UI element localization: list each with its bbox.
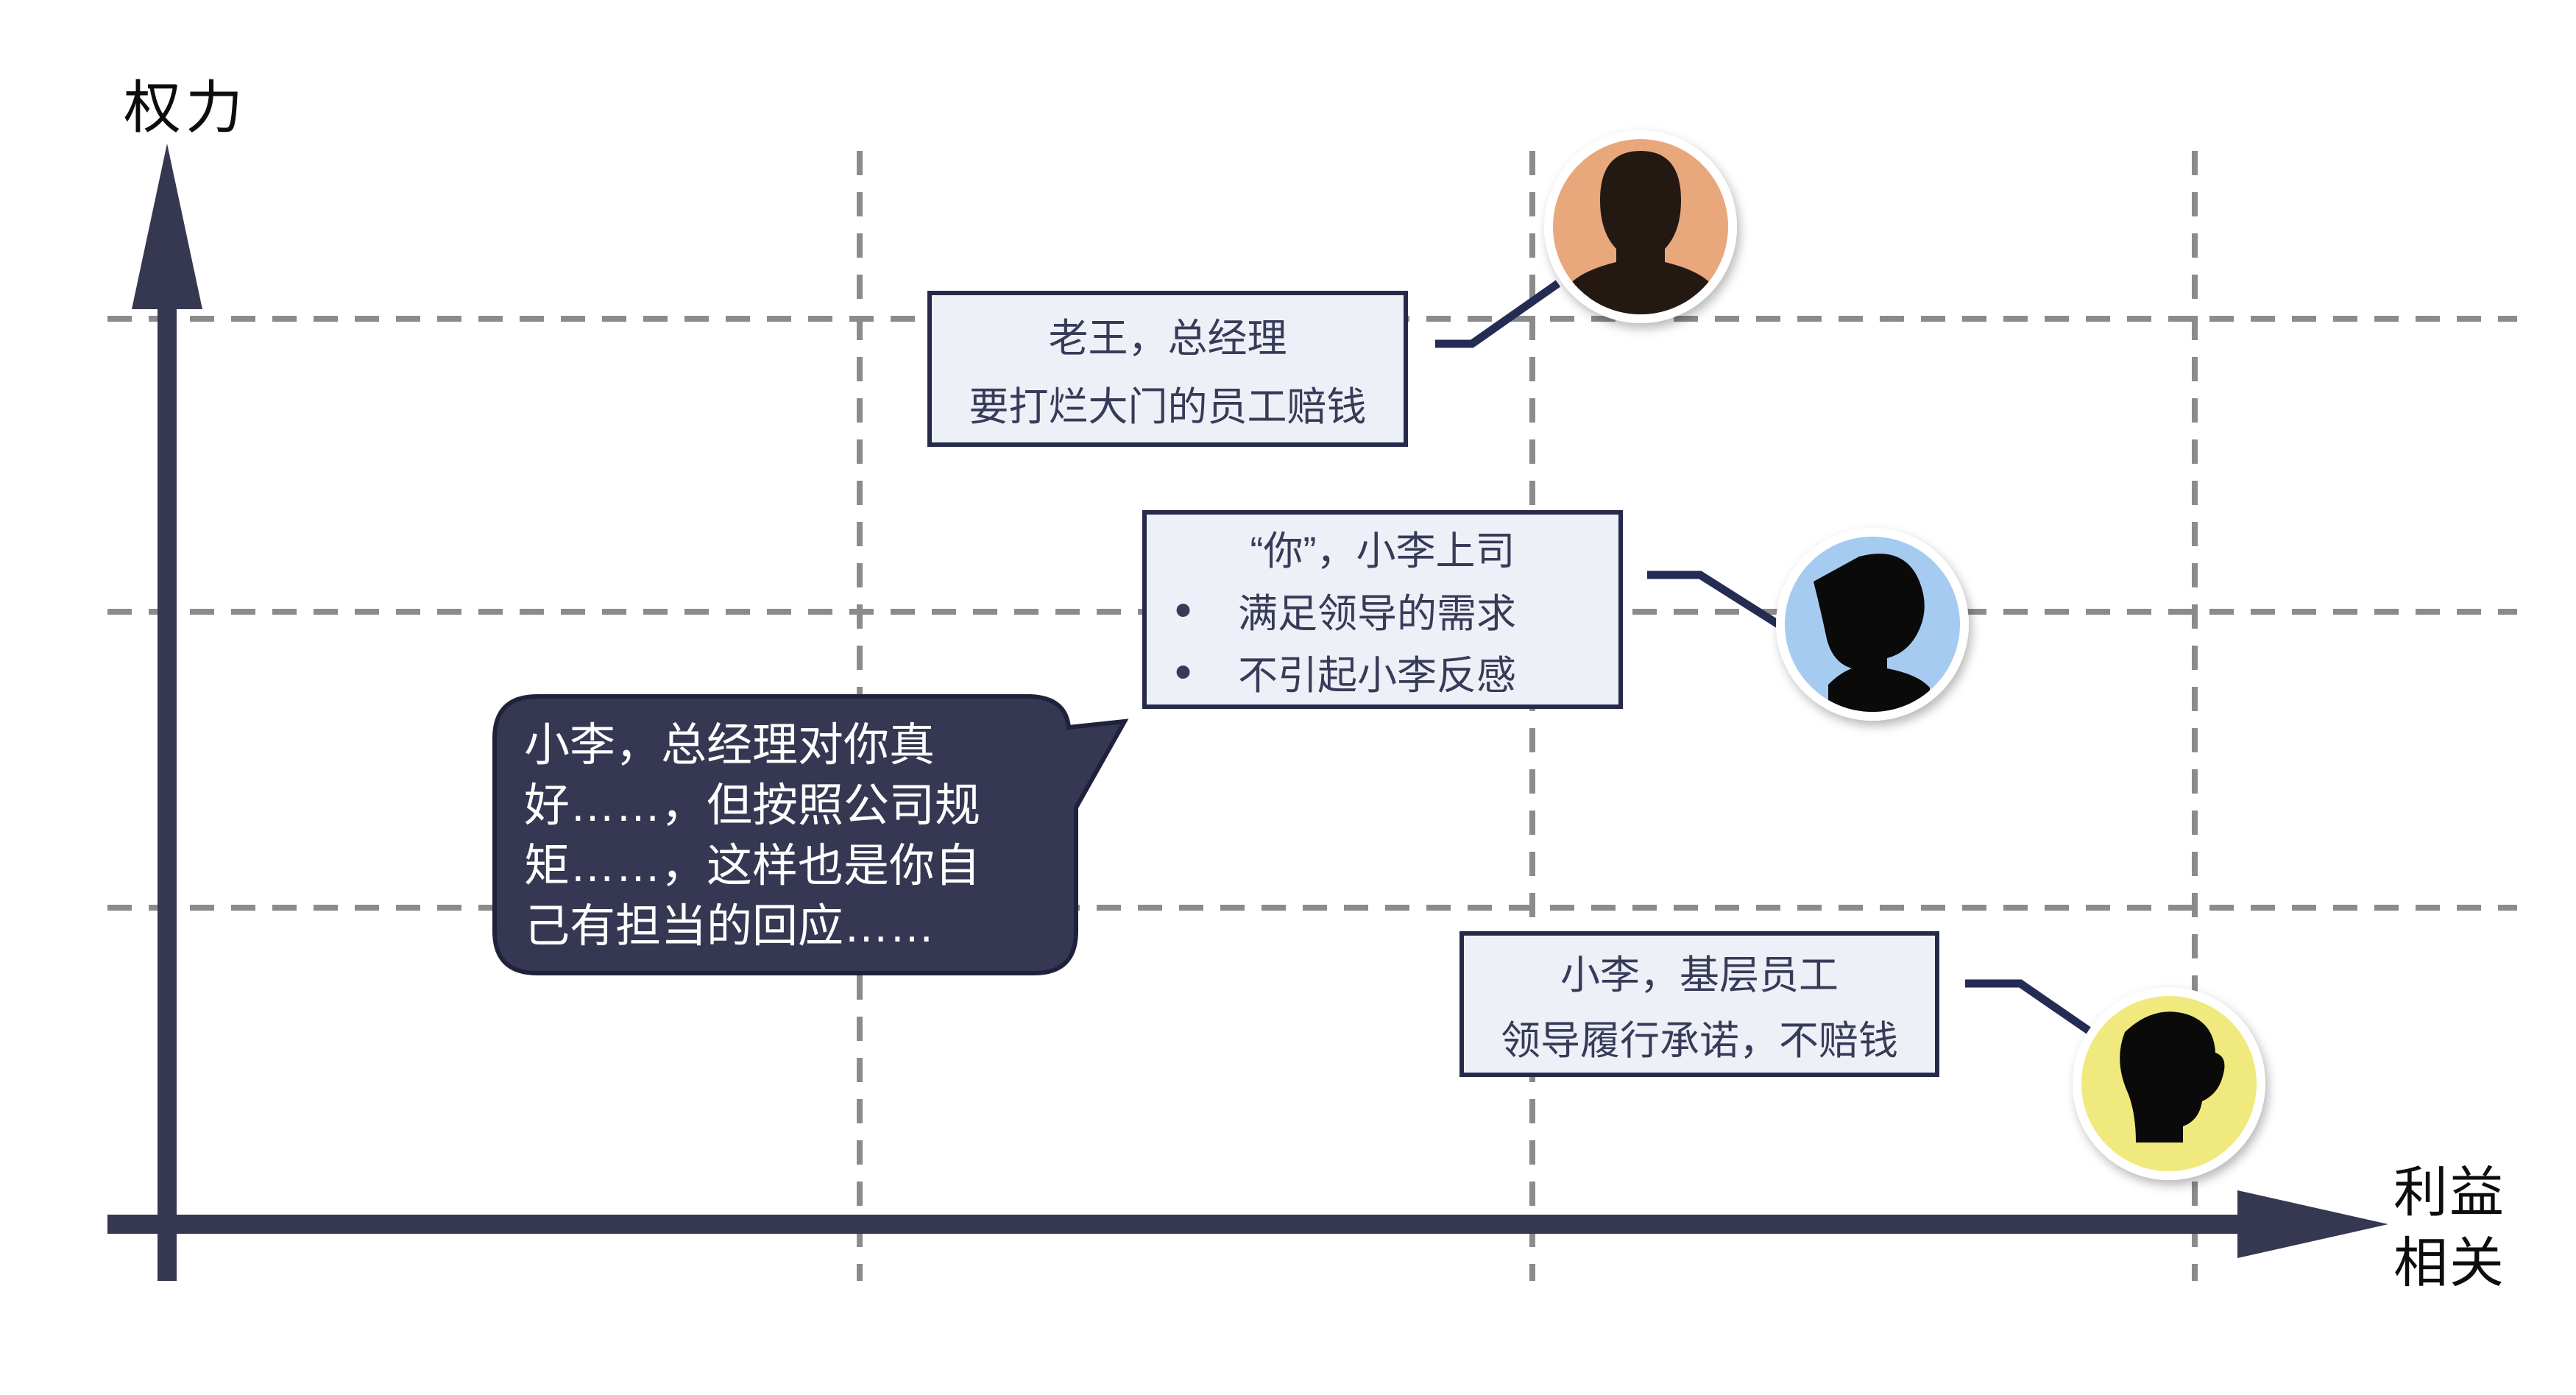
power-y-axis [132, 144, 202, 1281]
speech-bubble-shape [492, 694, 1129, 975]
connector-manager [1435, 280, 1561, 348]
stakeholder-box-employee: 小李，基层员工 领导履行承诺，不赔钱 [1459, 931, 1939, 1077]
manager-name-role: 老王，总经理 [1048, 317, 1287, 361]
speech-bubble-text: 小李，总经理对你真 好……，但按照公司规 矩……，这样也是你自 己有担当的回应…… [495, 696, 1076, 973]
connector-supervisor [1647, 571, 1780, 628]
employee-avatar [2073, 987, 2265, 1180]
supervisor-avatar [1776, 528, 1969, 721]
male-front-silhouette-icon [1563, 151, 1718, 314]
interest-x-axis [107, 1190, 2388, 1258]
bubble-line-1: 小李，总经理对你真 [524, 720, 935, 771]
stakeholder-box-manager: 老王，总经理 要打烂大门的员工赔钱 [927, 291, 1408, 447]
connectors [1435, 280, 2092, 1034]
supervisor-goal-2-text: 不引起小李反感 [1238, 653, 1516, 698]
supervisor-goal-1: • 满足领导的需求 [1147, 581, 1618, 639]
stakeholder-box-supervisor: “你”，小李上司 • 满足领导的需求 • 不引起小李反感 [1142, 510, 1623, 709]
manager-avatar [1544, 130, 1737, 323]
supervisor-name-role: “你”，小李上司 [1250, 529, 1515, 574]
male-side-silhouette-icon [2120, 1011, 2225, 1143]
bullet-icon: • [1175, 582, 1192, 637]
bubble-line-4: 己有担当的回应…… [524, 901, 935, 952]
x-axis-label: 利益 相关 [2393, 1162, 2505, 1294]
employee-name-role: 小李，基层员工 [1560, 953, 1839, 998]
connector-employee [1965, 979, 2092, 1034]
y-axis-label: 权力 [124, 75, 248, 140]
supervisor-goal-1-text: 满足领导的需求 [1238, 591, 1516, 636]
supervisor-goal-2: • 不引起小李反感 [1147, 643, 1618, 701]
bubble-line-3: 矩……，这样也是你自 [524, 841, 981, 891]
bullet-icon: • [1175, 644, 1192, 699]
manager-demand: 要打烂大门的员工赔钱 [969, 385, 1367, 429]
female-side-silhouette-icon [1814, 554, 1930, 712]
employee-demand: 领导履行承诺，不赔钱 [1501, 1018, 1898, 1063]
bubble-line-2: 好……，但按照公司规 [524, 780, 981, 831]
